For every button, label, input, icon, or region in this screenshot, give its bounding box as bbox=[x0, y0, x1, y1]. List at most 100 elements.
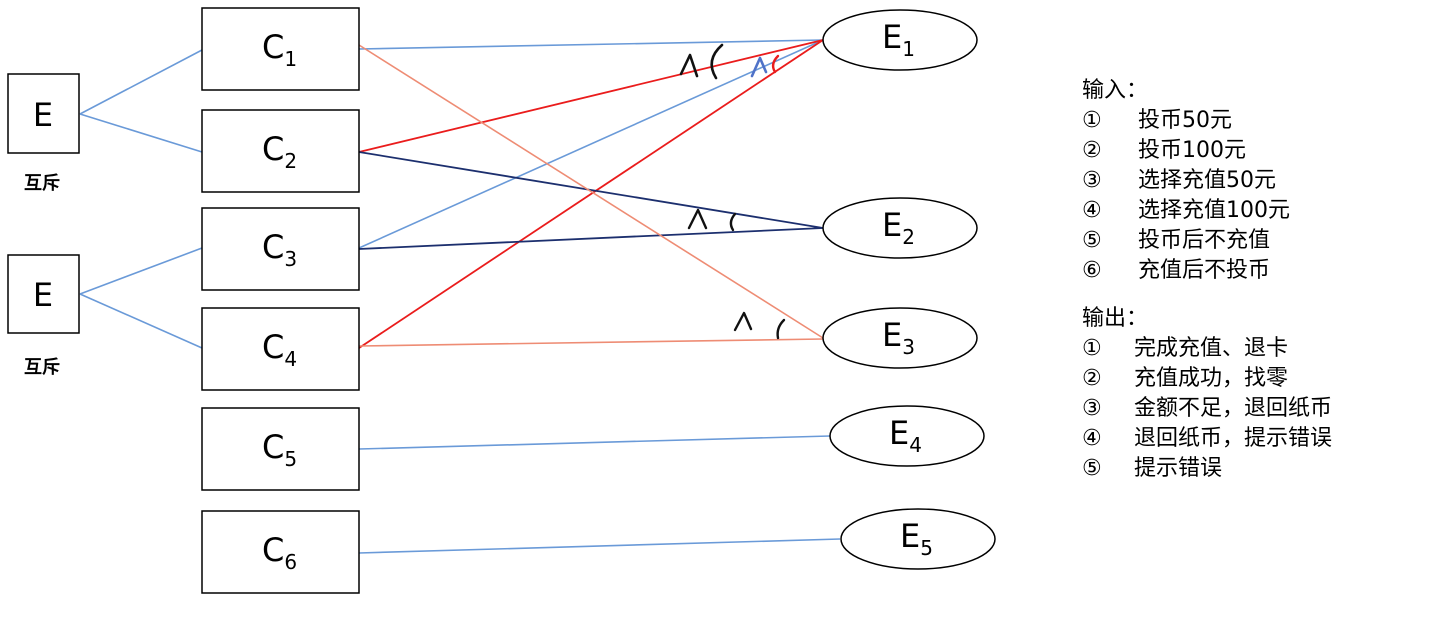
cause-subscript: 3 bbox=[284, 247, 297, 271]
effect-subscript: 5 bbox=[920, 536, 933, 560]
input-item: ⑤ 投币后不充值 bbox=[1082, 226, 1332, 256]
effect-letter: E bbox=[882, 18, 902, 56]
output-item: ② 充值成功，找零 bbox=[1082, 364, 1332, 394]
svg-text:C1: C1 bbox=[262, 28, 297, 71]
output-item: ④ 退回纸币，提示错误 bbox=[1082, 424, 1332, 454]
edge-c2-e1 bbox=[358, 39, 824, 153]
input-number: ⑤ bbox=[1082, 228, 1102, 253]
edge-c1-e3 bbox=[358, 44, 824, 339]
svg-text:E4: E4 bbox=[889, 414, 922, 457]
effect-node-e1: E1 bbox=[822, 9, 978, 71]
svg-text:E5: E5 bbox=[900, 517, 933, 560]
output-text: 完成充值、退卡 bbox=[1134, 336, 1289, 361]
svg-text:C5: C5 bbox=[262, 428, 297, 471]
output-number: ③ bbox=[1082, 396, 1102, 421]
input-number: ④ bbox=[1082, 198, 1102, 223]
output-number: ⑤ bbox=[1082, 456, 1102, 481]
effect-letter: E bbox=[882, 316, 902, 354]
cause-node-c2: C2 bbox=[201, 109, 360, 193]
arc-mark-e2 bbox=[729, 212, 737, 232]
effect-subscript: 3 bbox=[902, 335, 915, 359]
input-number: ③ bbox=[1082, 168, 1102, 193]
output-text: 退回纸币，提示错误 bbox=[1134, 426, 1333, 451]
effect-node-e3: E3 bbox=[822, 307, 978, 369]
edge-c4-e1 bbox=[358, 39, 824, 349]
input-item: ① 投币50元 bbox=[1082, 106, 1332, 136]
edge-e-upper-c1 bbox=[79, 49, 203, 115]
svg-text:C3: C3 bbox=[262, 228, 297, 271]
logic-marks bbox=[679, 43, 786, 340]
input-text: 投币后不充值 bbox=[1138, 228, 1271, 253]
cause-subscript: 1 bbox=[284, 47, 297, 71]
svg-text:C2: C2 bbox=[262, 130, 297, 173]
input-item: ② 投币100元 bbox=[1082, 136, 1332, 166]
cause-node-c6: C6 bbox=[201, 510, 360, 594]
cause-letter: C bbox=[262, 428, 284, 466]
cause-node-c4: C4 bbox=[201, 307, 360, 391]
edge-c6-e5 bbox=[358, 538, 841, 554]
and-mark-e1-black bbox=[679, 53, 699, 78]
svg-text:E3: E3 bbox=[882, 316, 915, 359]
effect-subscript: 4 bbox=[909, 433, 922, 457]
constraint-box-2: E bbox=[7, 254, 80, 334]
connections bbox=[79, 39, 841, 554]
effect-subscript: 1 bbox=[902, 37, 915, 61]
cause-subscript: 5 bbox=[284, 447, 297, 471]
edge-e-lower-c4 bbox=[79, 293, 203, 349]
cause-letter: C bbox=[262, 328, 284, 366]
edge-c3-e1 bbox=[358, 39, 824, 249]
cause-subscript: 2 bbox=[284, 149, 297, 173]
and-mark-e3 bbox=[733, 311, 753, 332]
output-text: 提示错误 bbox=[1134, 456, 1223, 481]
edge-c1-e1 bbox=[358, 39, 824, 50]
cause-letter: C bbox=[262, 130, 284, 168]
effect-node-e5: E5 bbox=[840, 508, 996, 570]
and-mark-e1-blue bbox=[750, 56, 768, 78]
constraint-label: E bbox=[33, 96, 53, 134]
edge-c4-e3 bbox=[358, 338, 824, 347]
output-text: 充值成功，找零 bbox=[1134, 366, 1289, 391]
arc-mark-e1-black bbox=[710, 43, 724, 80]
cause-letter: C bbox=[262, 531, 284, 569]
input-text: 选择充值100元 bbox=[1138, 198, 1290, 223]
cause-node-c3: C3 bbox=[201, 207, 360, 291]
input-text: 充值后不投币 bbox=[1138, 258, 1271, 283]
input-text: 投币100元 bbox=[1138, 138, 1246, 163]
effect-letter: E bbox=[900, 517, 920, 555]
edge-c5-e4 bbox=[358, 435, 831, 450]
effect-node-e4: E4 bbox=[829, 405, 985, 467]
edge-c2-e2 bbox=[358, 151, 824, 229]
effect-letter: E bbox=[889, 414, 909, 452]
output-number: ② bbox=[1082, 366, 1102, 391]
input-text: 选择充值50元 bbox=[1138, 168, 1276, 193]
cause-subscript: 4 bbox=[284, 347, 297, 371]
cause-node-c1: C1 bbox=[201, 7, 360, 91]
edge-e-lower-c3 bbox=[79, 247, 203, 295]
arc-mark-e3 bbox=[776, 318, 786, 340]
output-number: ① bbox=[1082, 336, 1102, 361]
input-text: 投币50元 bbox=[1138, 108, 1232, 133]
input-item: ④ 选择充值100元 bbox=[1082, 196, 1332, 226]
cause-letter: C bbox=[262, 28, 284, 66]
input-number: ② bbox=[1082, 138, 1102, 163]
effect-subscript: 2 bbox=[902, 225, 915, 249]
svg-text:E1: E1 bbox=[882, 18, 915, 61]
output-item: ⑤ 提示错误 bbox=[1082, 454, 1332, 484]
output-number: ④ bbox=[1082, 426, 1102, 451]
output-title: 输出： bbox=[1082, 306, 1149, 331]
cause-subscript: 6 bbox=[284, 550, 297, 574]
arc-mark-e1-red bbox=[771, 54, 780, 74]
and-mark-e2 bbox=[687, 208, 708, 230]
input-item: ⑥ 充值后不投币 bbox=[1082, 256, 1332, 286]
input-item: ③ 选择充值50元 bbox=[1082, 166, 1332, 196]
input-number: ① bbox=[1082, 108, 1102, 133]
constraint-label: E bbox=[33, 276, 53, 314]
cause-letter: C bbox=[262, 228, 284, 266]
effect-letter: E bbox=[882, 206, 902, 244]
svg-text:C6: C6 bbox=[262, 531, 297, 574]
input-number: ⑥ bbox=[1082, 258, 1102, 283]
mutex-label: 互斥 bbox=[24, 173, 60, 194]
